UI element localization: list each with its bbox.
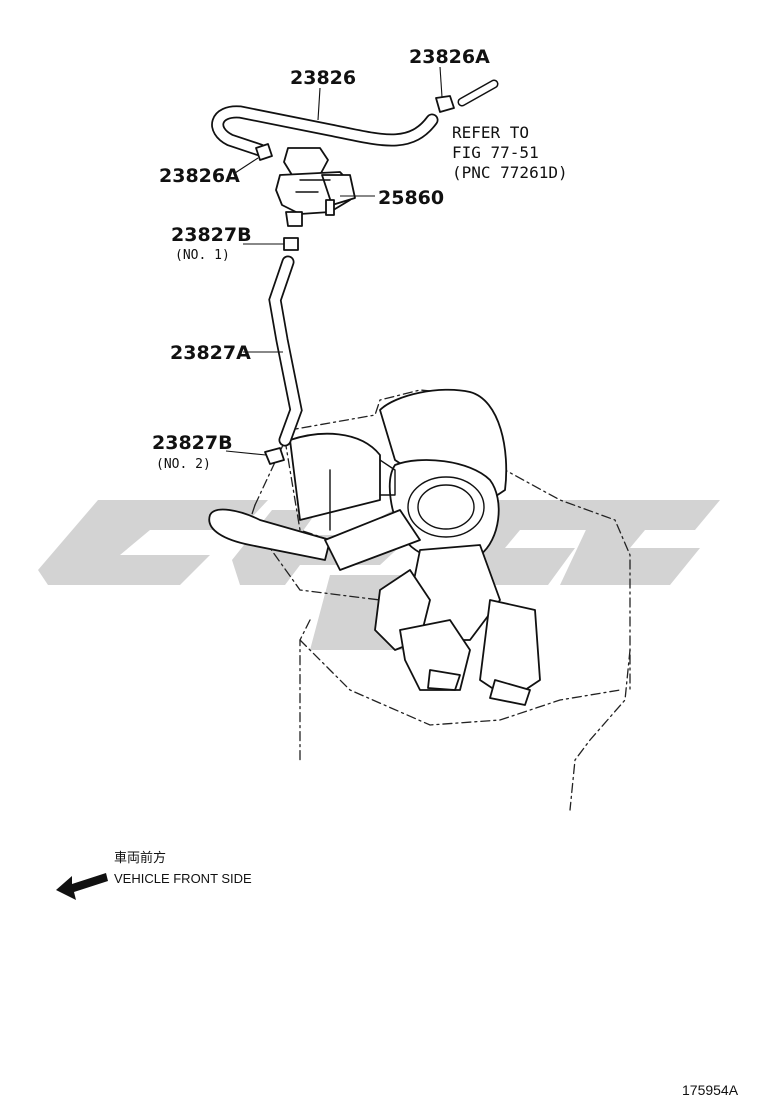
callout-23826: 23826 xyxy=(290,67,356,89)
figure-number: 175954A xyxy=(682,1082,739,1098)
clip-23827b-no2 xyxy=(264,447,285,465)
callout-23827a: 23827A xyxy=(170,342,251,364)
direction-japanese: 車両前方 xyxy=(114,850,166,865)
clip-23826a-left xyxy=(255,143,273,161)
clip-23827b-no1 xyxy=(283,237,299,251)
callout-23827b-no1: 23827B xyxy=(171,224,252,246)
ref-pipe xyxy=(457,79,499,107)
callout-23826a-left: 23826A xyxy=(159,165,240,187)
direction-english: VEHICLE FRONT SIDE xyxy=(114,871,252,886)
direction-indicator: 車両前方 VEHICLE FRONT SIDE xyxy=(56,850,252,900)
intake-assembly xyxy=(208,388,541,706)
callout-23827b-no1-sub: (NO. 1) xyxy=(175,248,230,263)
hose-23826 xyxy=(211,105,439,157)
refer-line-3: (PNC 77261D) xyxy=(452,163,568,182)
leader-lines xyxy=(225,66,443,456)
vsv-valve-25860 xyxy=(275,147,356,227)
callout-23826a-top-right: 23826A xyxy=(409,46,490,68)
callout-23827b-no2: 23827B xyxy=(152,432,233,454)
callout-25860: 25860 xyxy=(378,187,444,209)
refer-note: REFER TO FIG 77-51 (PNC 77261D) xyxy=(452,123,568,182)
refer-line-2: FIG 77-51 xyxy=(452,143,539,162)
clip-23826a-right xyxy=(435,95,455,113)
arrow-left-icon xyxy=(56,873,108,900)
refer-line-1: REFER TO xyxy=(452,123,529,142)
hose-23827a xyxy=(268,255,303,447)
callout-23827b-no2-sub: (NO. 2) xyxy=(156,457,211,472)
